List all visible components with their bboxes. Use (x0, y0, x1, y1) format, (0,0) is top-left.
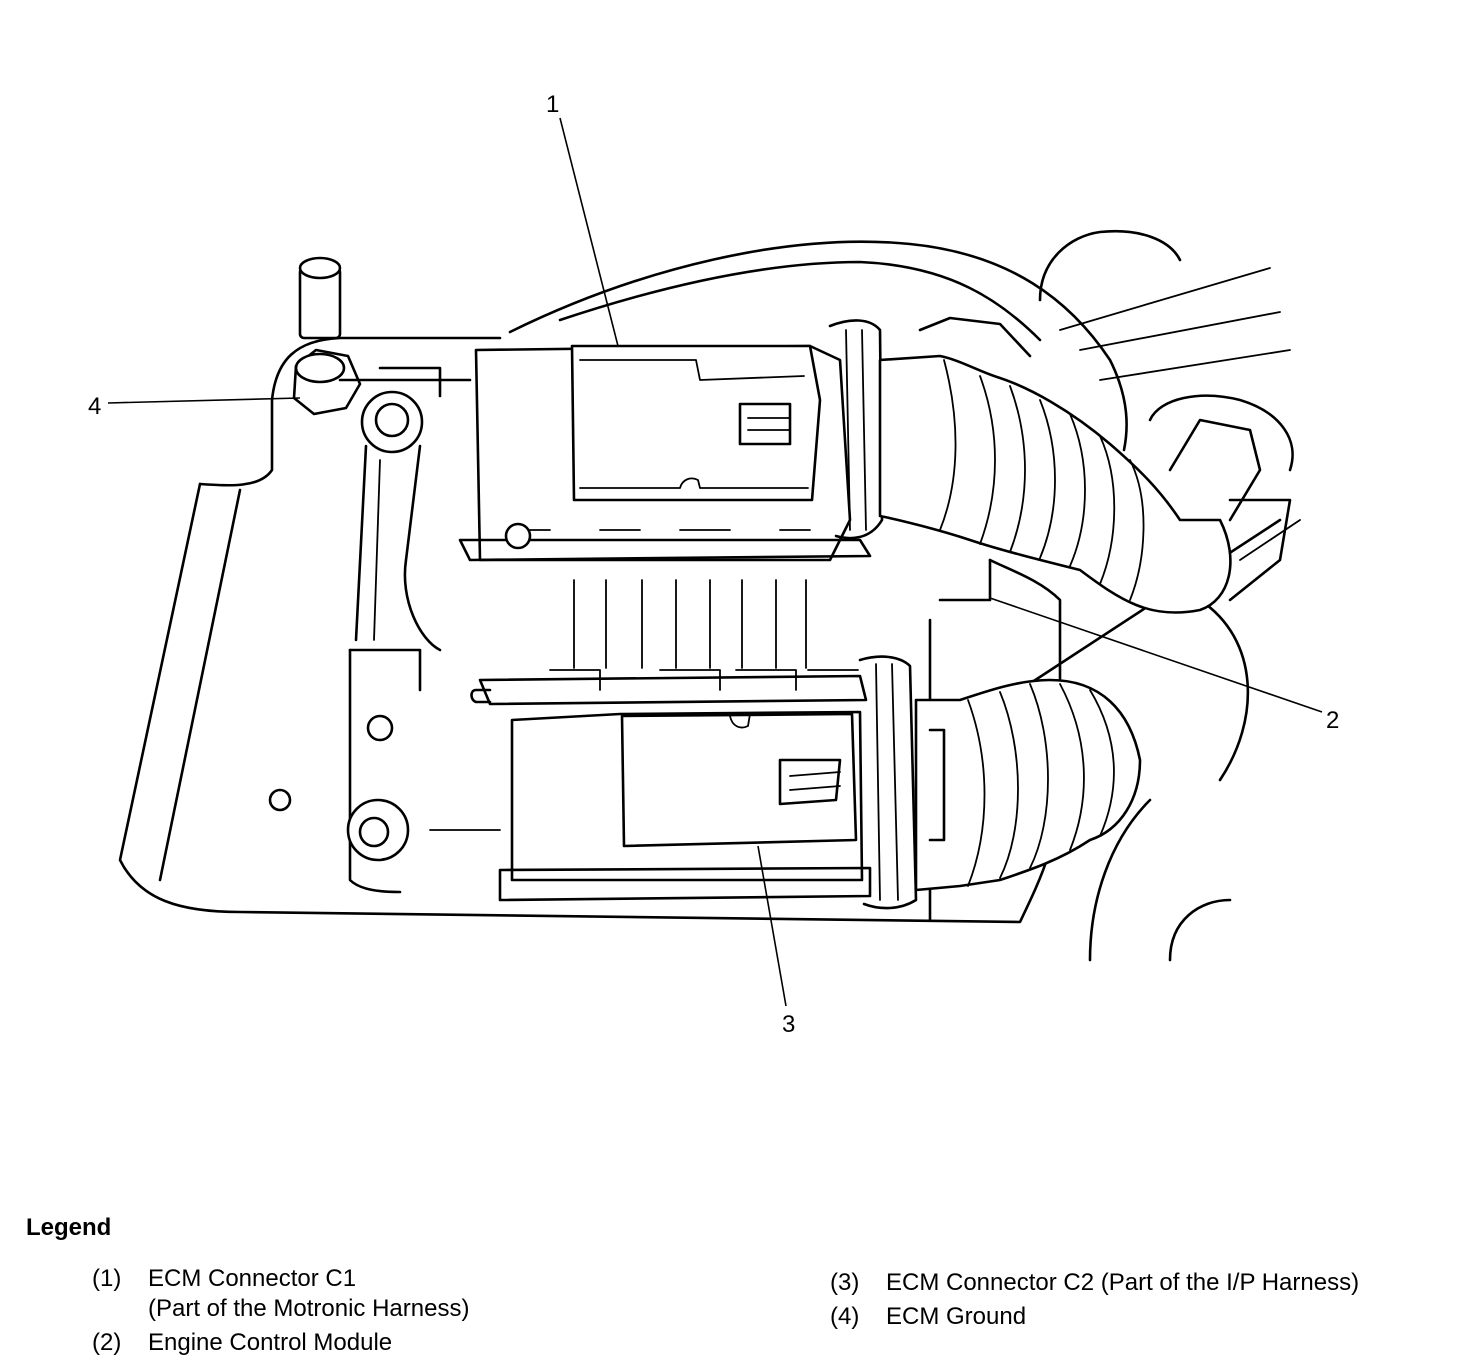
legend-item-number: (4) (830, 1303, 860, 1330)
ecm-connector-c2 (470, 579, 918, 910)
callout-label-1: 1 (546, 91, 559, 118)
callout-4: 4 (88, 393, 301, 420)
legend-item-number: (2) (92, 1329, 122, 1356)
legend-item-number: (3) (830, 1269, 860, 1296)
bracket-hole-upper (366, 714, 394, 742)
lower-grommet (346, 798, 410, 862)
legend-item-text: ECM Ground (886, 1303, 1027, 1330)
legend: Legend (1) ECM Connector C1 (Part of the… (0, 1196, 1472, 1364)
callout-label-4: 4 (88, 393, 101, 420)
legend-item-1-subtext: (Part of the Motronic Harness) (148, 1295, 470, 1322)
legend-item-number: (1) (92, 1265, 122, 1292)
ecm-ground-bolt (292, 256, 472, 416)
callout-label-2: 2 (1326, 707, 1339, 734)
ecm-connector-c1 (458, 319, 884, 562)
c2-harness-boot (914, 678, 1142, 892)
callout-3: 3 (757, 845, 795, 1038)
callout-label-3: 3 (782, 1011, 795, 1038)
legend-item-text: ECM Connector C1 (148, 1265, 357, 1292)
ecm-diagram: 1 2 3 4 (88, 91, 1339, 1038)
legend-item-text: ECM Connector C2 (Part of the I/P Harnes… (886, 1269, 1360, 1296)
legend-item-text: Engine Control Module (148, 1329, 393, 1356)
callout-2: 2 (989, 597, 1339, 734)
upper-grommet (354, 390, 442, 652)
bracket-hole-lower (268, 788, 292, 812)
c1-harness-boot (878, 316, 1232, 614)
callout-1: 1 (546, 91, 619, 347)
ecm-module-outline (118, 336, 1062, 924)
legend-title: Legend (26, 1214, 112, 1241)
